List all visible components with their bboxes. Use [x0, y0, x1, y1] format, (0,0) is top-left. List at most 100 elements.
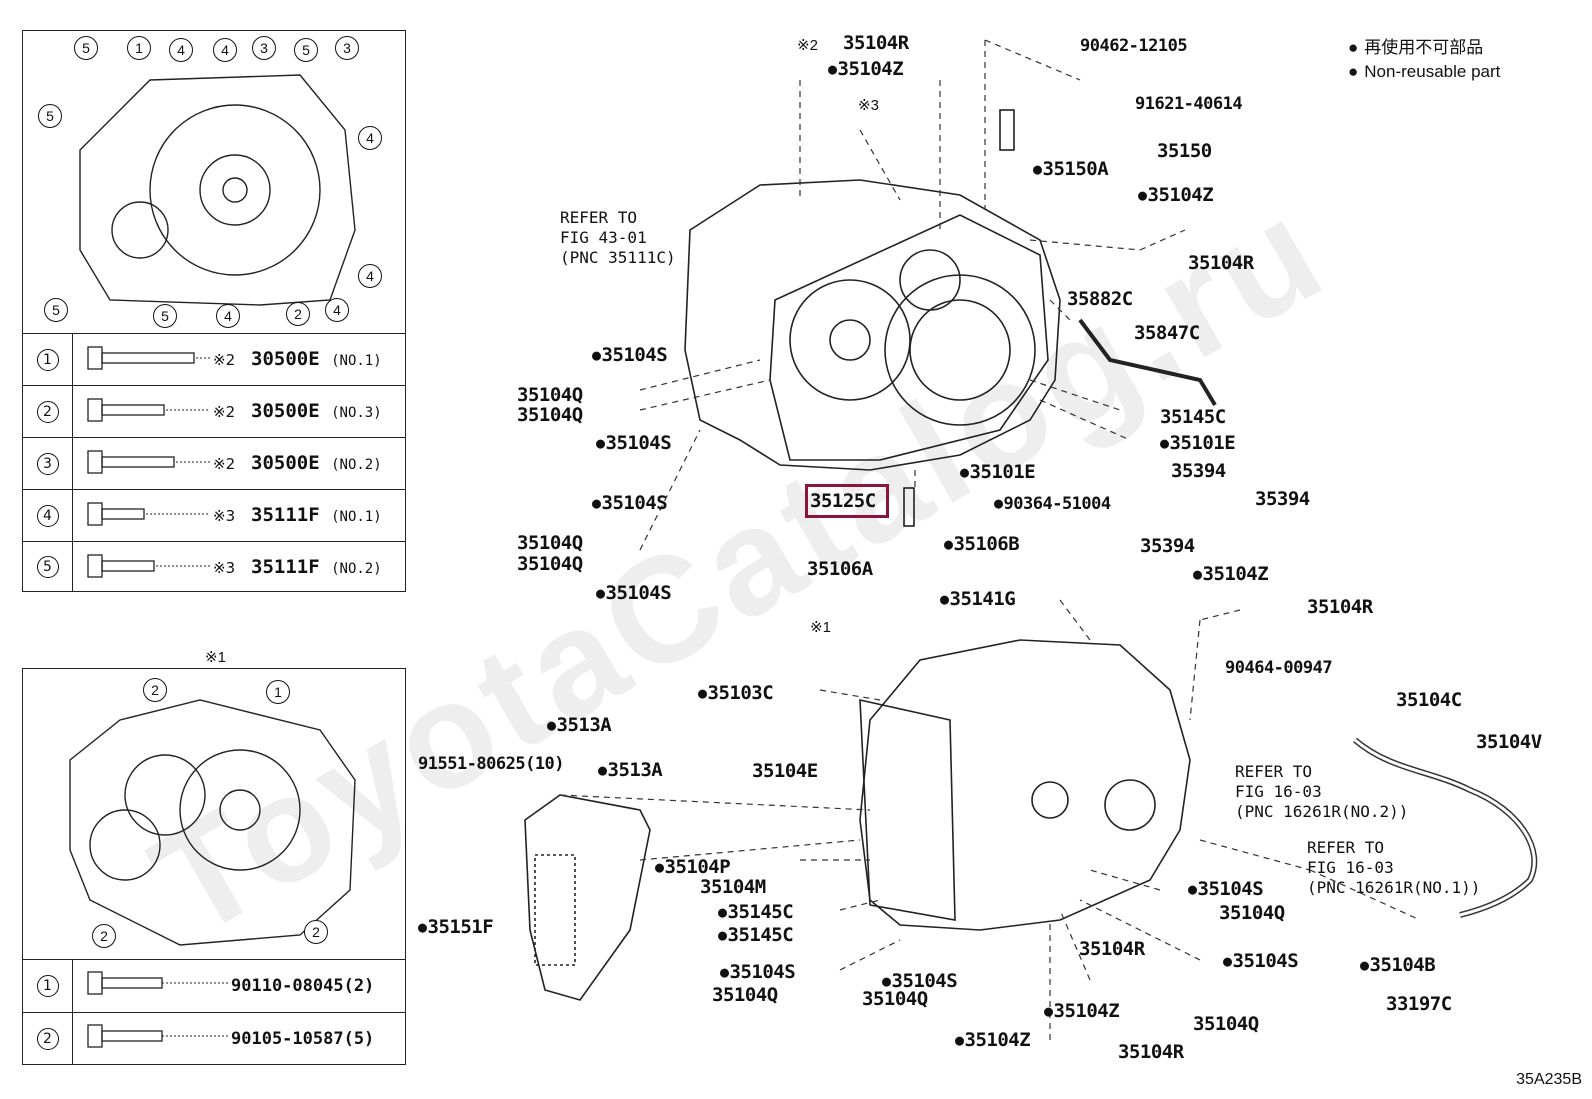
highlighted-part-box[interactable]: [805, 484, 889, 518]
part-label[interactable]: 35104S: [596, 584, 672, 603]
bolt-row: 1 ※2 30500E (NO.1): [23, 333, 405, 385]
part-label[interactable]: 35101E: [960, 463, 1036, 482]
part-label[interactable]: 35104B: [1360, 956, 1436, 975]
part-label[interactable]: 35104Q: [517, 404, 583, 426]
part-label[interactable]: 35882C: [1067, 288, 1133, 310]
part-label[interactable]: 35104S: [596, 434, 672, 453]
part-label[interactable]: 35104Q: [517, 384, 583, 406]
callout-circle: 5: [38, 104, 62, 128]
callout-circle: 5: [153, 304, 177, 328]
part-label[interactable]: 35104S: [592, 494, 668, 513]
callout-circle: 1: [266, 680, 290, 704]
part-label[interactable]: 35104Q: [517, 553, 583, 575]
part-label[interactable]: 35104Q: [712, 984, 778, 1006]
case-gasket-face: [859, 698, 956, 921]
part-label[interactable]: 35394: [1255, 488, 1310, 510]
row-part[interactable]: 30500E (NO.2): [251, 452, 382, 474]
part-label[interactable]: 35145C: [718, 903, 794, 922]
legend-line-en: Non-reusable part: [1348, 60, 1500, 84]
part-label[interactable]: 35104Q: [1219, 902, 1285, 924]
part-label[interactable]: 35104R: [1118, 1041, 1184, 1063]
part-label[interactable]: 35106A: [807, 558, 873, 580]
part-label[interactable]: 35101E: [1160, 434, 1236, 453]
row-number: 1: [36, 975, 59, 997]
callout-circle: 5: [294, 38, 318, 62]
part-label[interactable]: 35104S: [882, 972, 958, 991]
callout-circle: 5: [74, 36, 98, 60]
part-label[interactable]: 35145C: [718, 926, 794, 945]
part-label[interactable]: 35103C: [698, 684, 774, 703]
row-part[interactable]: 30500E (NO.1): [251, 348, 382, 370]
part-label[interactable]: 35151F: [418, 918, 494, 937]
callout-circle: 4: [358, 264, 382, 288]
part-label[interactable]: 35104S: [592, 346, 668, 365]
transaxle-case-outline: [859, 639, 1191, 931]
part-label[interactable]: 35394: [1171, 460, 1226, 482]
legend: 再使用不可部品 Non-reusable part: [1348, 36, 1500, 84]
ref-fig-16-03-no1[interactable]: REFER TO FIG 16-03 (PNC 16261R(NO.1)): [1307, 838, 1481, 897]
part-label[interactable]: 35145C: [1160, 406, 1226, 428]
part-label[interactable]: 35141G: [940, 590, 1016, 609]
callout-circle: 2: [143, 678, 167, 702]
part-label[interactable]: 35104R: [1079, 938, 1145, 960]
part-label[interactable]: 35104S: [1223, 952, 1299, 971]
part-label[interactable]: 90462-12105: [1080, 36, 1188, 56]
row-number: 2: [36, 400, 59, 423]
transaxle-housing-outline: [684, 179, 1061, 471]
ref-fig-16-03-no2[interactable]: REFER TO FIG 16-03 (PNC 16261R(NO.2)): [1235, 762, 1409, 821]
part-label[interactable]: 35104Z: [1138, 186, 1214, 205]
callout-circle: 4: [213, 38, 237, 62]
part-label[interactable]: 91551-80625(10): [418, 754, 565, 774]
callout-circle: 2: [286, 302, 310, 326]
bolt-location-panel-1: 1 ※2 30500E (NO.1) 2 ※2 30500E (NO.3) 3 …: [22, 30, 406, 592]
part-label[interactable]: 35104E: [752, 760, 818, 782]
part-label[interactable]: 90364-51004: [994, 496, 1112, 513]
diagram-code: 35A235B: [1516, 1071, 1582, 1088]
part-label[interactable]: 3513A: [598, 761, 663, 780]
part-label[interactable]: 35104R: [1188, 252, 1254, 274]
bolt-row: 2 ※2 30500E (NO.3): [23, 385, 405, 437]
row-part[interactable]: 30500E (NO.3): [251, 400, 382, 422]
part-label[interactable]: 35104Q: [1193, 1013, 1259, 1035]
callout-circle: 3: [252, 36, 276, 60]
part-label[interactable]: 33197C: [1386, 993, 1452, 1015]
part-label[interactable]: 3513A: [547, 716, 612, 735]
part-label[interactable]: 35104C: [1396, 689, 1462, 711]
row-number: 3: [36, 452, 59, 475]
part-label[interactable]: 35104R: [1307, 596, 1373, 618]
part-label[interactable]: 35150A: [1033, 160, 1109, 179]
part-label[interactable]: 90464-00947: [1225, 658, 1333, 678]
part-label[interactable]: 91621-40614: [1135, 94, 1243, 114]
part-label[interactable]: 35104Z: [1044, 1002, 1120, 1021]
part-label[interactable]: 35106B: [944, 535, 1020, 554]
note-mark-3: ※3: [858, 97, 879, 114]
part-label[interactable]: 35104M: [700, 876, 766, 898]
ref-fig-43-01[interactable]: REFER TO FIG 43-01 (PNC 35111C): [560, 208, 676, 267]
part-label[interactable]: 35104Z: [828, 60, 904, 79]
breather-pipe: [1078, 318, 1217, 407]
part-label[interactable]: 35104P: [655, 858, 731, 877]
row-part[interactable]: 35111F (NO.2): [251, 556, 382, 578]
callout-circle: 1: [127, 36, 151, 60]
part-label[interactable]: 35104V: [1476, 731, 1542, 753]
row-mark: ※2: [213, 455, 236, 473]
part-label[interactable]: 35150: [1157, 140, 1212, 162]
part-label[interactable]: 35104Q: [517, 532, 583, 554]
part-label[interactable]: 35104S: [720, 963, 796, 982]
panel1-housing: [79, 74, 356, 306]
row-part[interactable]: 35111F (NO.1): [251, 504, 382, 526]
part-label[interactable]: 35394: [1140, 535, 1195, 557]
row-part[interactable]: 90110-08045(2): [231, 976, 375, 996]
part-label[interactable]: 35104Q: [862, 988, 928, 1010]
part-label[interactable]: 35104Z: [955, 1031, 1031, 1050]
row-part[interactable]: 90105-10587(5): [231, 1029, 375, 1049]
bolt-row: 3 ※2 30500E (NO.2): [23, 437, 405, 489]
part-label[interactable]: 35104Z: [1193, 565, 1269, 584]
part-label[interactable]: 35847C: [1134, 322, 1200, 344]
panel2-housing: [69, 699, 356, 946]
part-label[interactable]: 35104R: [843, 32, 909, 54]
part-label[interactable]: 35104S: [1188, 880, 1264, 899]
part-label-highlighted[interactable]: 35125C: [810, 490, 876, 512]
